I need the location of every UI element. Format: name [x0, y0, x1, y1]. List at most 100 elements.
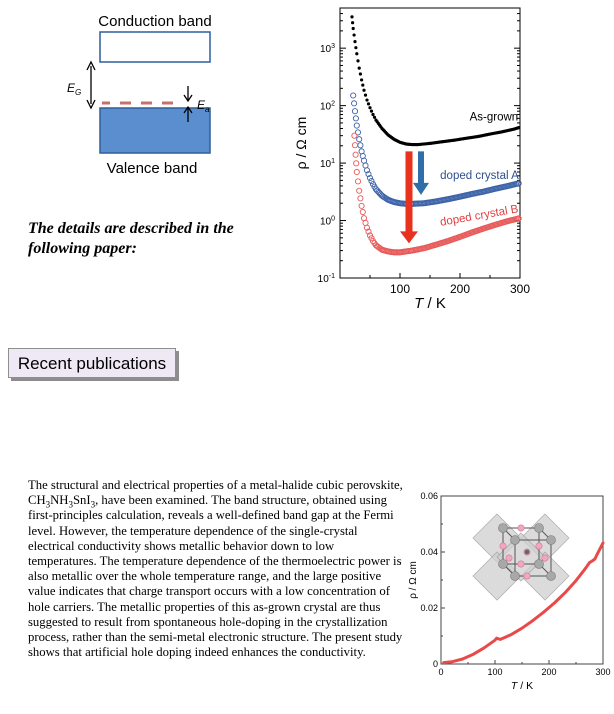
abstract-paragraph: The structural and electrical properties…	[28, 478, 406, 660]
data-point	[350, 92, 357, 99]
iodine-atom	[517, 560, 525, 568]
arrow-annotation	[413, 151, 429, 195]
data-point	[351, 108, 359, 115]
series-2	[351, 132, 522, 256]
y-axis-label: ρ / Ω cm	[293, 117, 309, 170]
inset-y-tick-label: 0.04	[420, 547, 438, 557]
data-point	[353, 168, 360, 176]
recent-publications-button[interactable]: Recent publications	[8, 348, 176, 378]
crystal-structure-icon	[472, 513, 570, 601]
arrow-annotation	[400, 151, 418, 244]
iodine-atom	[505, 554, 513, 562]
y-tick-label: 10-1	[318, 273, 335, 285]
sn-atom	[498, 559, 508, 569]
data-point	[368, 106, 372, 110]
data-point	[355, 52, 359, 56]
data-point	[356, 136, 363, 143]
inset-x-tick-label: 100	[487, 667, 502, 677]
series-label-doped-a: doped crystal A	[440, 170, 519, 182]
abstract-formula: CH3NH3SnI3	[28, 493, 96, 510]
sn-atom	[546, 535, 556, 545]
iodine-atom	[523, 572, 531, 580]
iodine-atom	[535, 542, 543, 550]
data-point	[372, 115, 377, 119]
octahedron-shape	[496, 532, 546, 582]
valence-band-box	[99, 107, 211, 154]
x-axis-label: T / K	[414, 295, 446, 310]
data-point	[354, 178, 362, 185]
series-label-doped-b: doped crystal B	[439, 203, 519, 229]
sn-atom	[534, 559, 544, 569]
data-point	[351, 21, 355, 25]
inset-y-tick-label: 0	[433, 659, 438, 669]
data-point	[517, 126, 521, 130]
data-point	[365, 171, 372, 178]
data-point	[354, 129, 362, 136]
iodine-atom	[517, 524, 525, 532]
data-point	[363, 224, 371, 231]
inset-data-line	[442, 541, 605, 665]
band-gap-label: EG	[67, 81, 81, 97]
data-point	[360, 78, 364, 82]
data-point	[359, 208, 366, 216]
acceptor-label: Ea	[197, 98, 210, 114]
x-tick-label: 200	[450, 282, 470, 296]
data-point	[515, 215, 522, 222]
x-tick-label: 300	[510, 282, 530, 296]
data-point	[350, 15, 354, 19]
iodine-atom	[541, 554, 549, 562]
inset-y-tick-label: 0.02	[420, 603, 438, 613]
sn-atom	[534, 523, 544, 533]
data-point	[352, 115, 359, 122]
y-tick-label: 103	[320, 43, 335, 55]
inset-x-tick-label: 200	[541, 667, 556, 677]
data-point	[351, 100, 358, 107]
data-point	[351, 26, 355, 31]
acceptor-arrow	[183, 86, 193, 122]
conduction-band-label: Conduction band	[98, 13, 211, 30]
data-point	[356, 59, 360, 63]
data-point	[363, 167, 371, 174]
data-point	[371, 112, 375, 117]
series-label-as-grown: As-grown	[470, 111, 519, 123]
data-point	[353, 122, 360, 129]
abstract-intro: The structural and electrical properties…	[28, 478, 403, 492]
sn-atom	[546, 571, 556, 581]
data-point	[353, 40, 357, 44]
data-point	[368, 178, 375, 185]
y-tick-label: 102	[320, 101, 335, 113]
data-point	[515, 180, 522, 187]
data-point	[353, 160, 360, 167]
data-point	[358, 72, 362, 76]
sn-atom	[510, 535, 520, 545]
x-tick-label: 100	[390, 282, 410, 296]
center-atom	[524, 549, 530, 555]
inset-y-axis-label: ρ / Ω cm	[408, 561, 419, 599]
band-diagram: Conduction band Valence band EG Ea	[67, 13, 212, 177]
data-point	[352, 33, 356, 37]
data-point	[369, 109, 374, 113]
iodine-atom	[499, 542, 507, 550]
data-point	[366, 174, 374, 182]
data-point	[356, 187, 363, 194]
y-tick-label: 101	[320, 158, 335, 170]
data-point	[354, 46, 358, 50]
abstract-body: , have been examined. The band structure…	[28, 493, 403, 660]
conduction-band-box	[99, 31, 211, 63]
data-point	[351, 132, 358, 139]
sn-atom	[510, 571, 520, 581]
data-point	[351, 142, 359, 149]
inset-x-tick-label: 0	[438, 667, 443, 677]
band-gap-arrow	[86, 60, 96, 110]
data-point	[366, 102, 371, 106]
valence-band-label: Valence band	[107, 160, 198, 177]
sn-atom	[498, 523, 508, 533]
data-point	[357, 195, 364, 202]
data-point	[365, 228, 372, 235]
data-point	[352, 151, 359, 158]
data-point	[363, 93, 368, 97]
inset-x-tick-label: 300	[595, 667, 610, 677]
data-point	[358, 202, 365, 209]
y-tick-label: 100	[320, 216, 335, 228]
